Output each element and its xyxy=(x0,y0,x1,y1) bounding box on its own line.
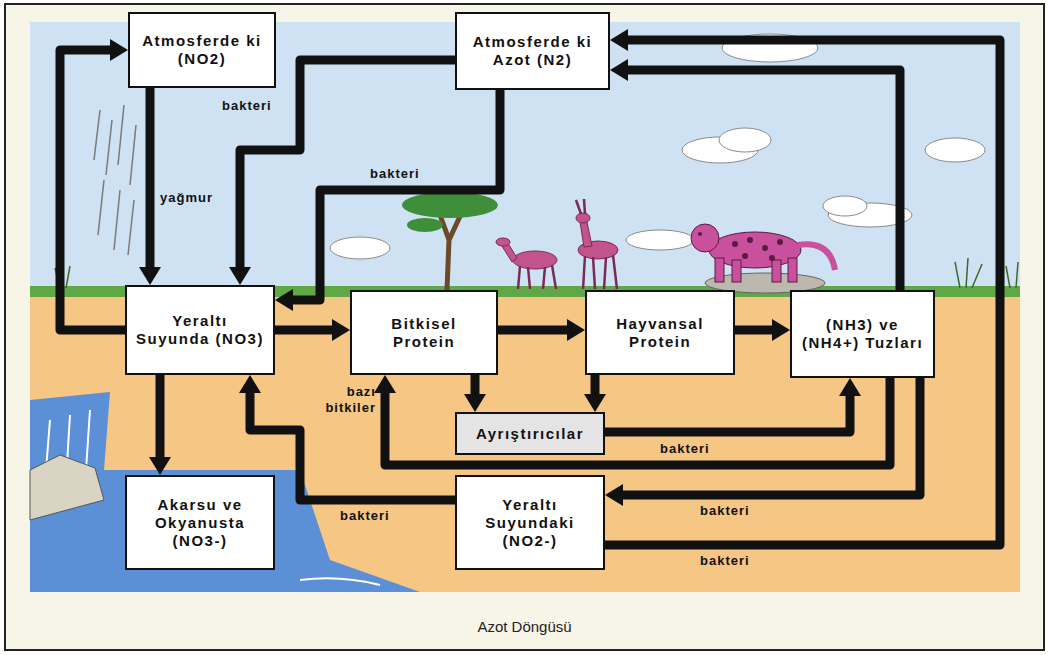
leopard-spot xyxy=(698,232,702,236)
process-box: (NH3) ve (NH4+) Tuzları xyxy=(790,290,935,378)
process-box: Atmosferde ki (NO2) xyxy=(128,12,276,88)
process-box: Yeraltı Suyundaki (NO2-) xyxy=(455,475,605,570)
tree-canopy xyxy=(402,192,498,218)
leopard-tail xyxy=(798,244,835,270)
rain-streak xyxy=(130,125,136,185)
cloud xyxy=(925,138,985,162)
node-text: Atmosferde ki (NO2) xyxy=(138,32,266,68)
rain-streak xyxy=(98,180,104,235)
rain-streak xyxy=(94,110,100,160)
leopard-spot xyxy=(762,245,768,251)
gazelle-head xyxy=(576,213,590,223)
grass-blade xyxy=(966,258,968,288)
frame xyxy=(5,4,1044,650)
gazelle-leg xyxy=(604,257,606,289)
node-text: Hayvansal Protein xyxy=(595,315,725,351)
node-text: Ayrıştırıcılar xyxy=(476,425,584,443)
process-box: Hayvansal Protein xyxy=(585,290,735,375)
gazelle-leg xyxy=(613,255,617,289)
caption: Azot Döngüsü xyxy=(0,618,1049,636)
node-text: (NH3) ve (NH4+) Tuzları xyxy=(800,316,925,352)
cloud xyxy=(330,237,390,259)
gazelle-horn xyxy=(584,199,585,214)
leopard-head xyxy=(691,224,719,252)
edge-label: bakteri xyxy=(222,98,272,114)
node-text: Akarsu ve Okyanusta (NO3-) xyxy=(135,496,265,550)
rain-streak xyxy=(114,190,120,250)
water-ripple xyxy=(300,578,380,585)
tree-canopy xyxy=(407,218,443,232)
edge-label: bakteri xyxy=(340,508,390,524)
gazelle-leg xyxy=(518,266,520,289)
rain-streak xyxy=(128,200,134,255)
process-box: Atmosferde ki Azot (N2) xyxy=(455,12,610,90)
process-box: Yeraltı Suyunda (NO3) xyxy=(125,285,275,375)
edge-label: yağmur xyxy=(160,190,213,206)
gazelle-leg xyxy=(583,256,585,289)
rain-streak xyxy=(106,120,112,175)
cloud xyxy=(626,230,694,250)
gazelle-leg xyxy=(593,257,595,289)
grass-blade xyxy=(66,266,70,288)
leopard-leg xyxy=(788,258,797,282)
cycle-arrow xyxy=(471,375,480,398)
cycle-arrow xyxy=(240,60,455,271)
gazelle-leg xyxy=(552,265,556,289)
edge-label: bakteri xyxy=(660,441,710,457)
edge-label: bazı bitkiler xyxy=(314,384,376,416)
cycle-arrow xyxy=(605,392,850,432)
grass-blade xyxy=(1006,266,1010,288)
gazelle-head xyxy=(496,238,510,246)
node-text: Atmosferde ki Azot (N2) xyxy=(465,33,600,69)
leopard-spot xyxy=(732,241,738,247)
sky xyxy=(30,22,1020,297)
cycle-arrow xyxy=(146,88,155,271)
process-box: Akarsu ve Okyanusta (NO3-) xyxy=(125,475,275,570)
edge-label: bakteri xyxy=(700,503,750,519)
cycle-arrow xyxy=(498,326,571,335)
leopard-spot xyxy=(769,255,775,261)
cloud xyxy=(823,196,867,216)
cloud xyxy=(719,128,771,152)
cycle-arrow xyxy=(289,90,500,300)
leopard-spot xyxy=(742,253,748,259)
cycle-arrow xyxy=(275,326,336,335)
grass-blade xyxy=(955,262,960,288)
leopard-leg xyxy=(772,260,781,282)
edge-label: bakteri xyxy=(700,553,750,569)
cycle-arrow xyxy=(735,326,776,335)
process-box: Bitkisel Protein xyxy=(350,290,498,375)
waterfall-foam xyxy=(86,410,90,470)
tree-trunk xyxy=(440,212,462,290)
cycle-arrow xyxy=(591,375,600,398)
leopard-leg xyxy=(715,258,724,282)
leopard-leg xyxy=(732,260,741,282)
leopard-spot xyxy=(777,239,783,245)
node-text: Yeraltı Suyundaki (NO2-) xyxy=(465,496,595,550)
node-text: Bitkisel Protein xyxy=(360,315,488,351)
water xyxy=(30,392,420,592)
leopard-spot xyxy=(747,237,753,243)
cycle-arrow xyxy=(619,378,920,495)
cycle-arrow xyxy=(60,50,125,330)
cycle-arrow xyxy=(156,375,165,461)
grass-blade xyxy=(1016,262,1018,288)
process-box: Ayrıştırıcılar xyxy=(455,412,605,455)
rain-streak xyxy=(118,105,124,165)
rock xyxy=(30,455,104,520)
grass-blade xyxy=(972,264,982,288)
edge-label: bakteri xyxy=(370,166,420,182)
gazelle-leg xyxy=(543,267,545,289)
cycle-arrow xyxy=(624,70,900,290)
gazelle-leg xyxy=(528,267,530,289)
cycle-arrow xyxy=(385,378,890,465)
gazelle-horn xyxy=(576,200,581,214)
gazelle-neck xyxy=(580,222,592,247)
node-text: Yeraltı Suyunda (NO3) xyxy=(135,312,265,348)
